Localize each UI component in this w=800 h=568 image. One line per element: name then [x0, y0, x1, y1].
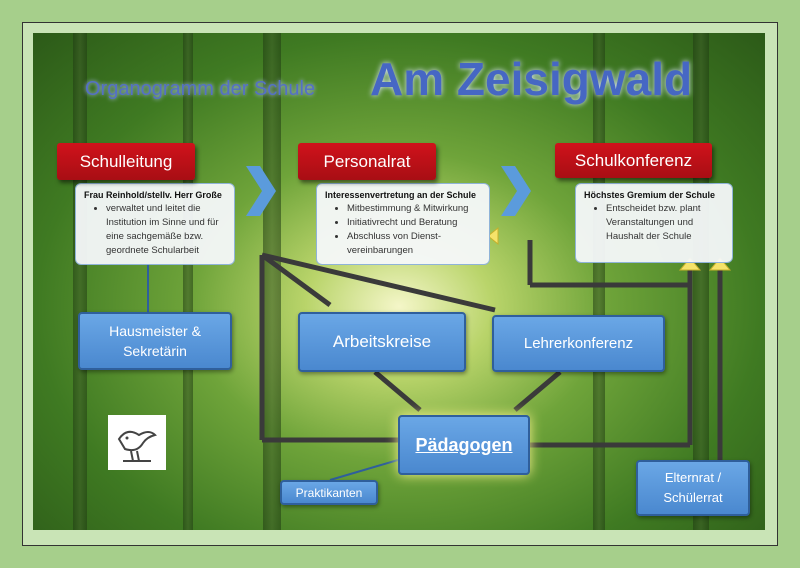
schulkonferenz-header: Schulkonferenz — [555, 143, 712, 178]
schulkonferenz-details: Höchstes Gremium der Schule Entscheidet … — [575, 183, 733, 263]
title-prefix: Organogramm der Schule — [85, 78, 316, 100]
bullet: Entscheidet bzw. plant Veranstaltungen u… — [606, 202, 726, 244]
chevron-right-icon — [501, 166, 531, 216]
bullet: Abschluss von Dienst-vereinbarungen — [347, 230, 483, 258]
chevron-right-icon — [246, 166, 276, 216]
bird-icon — [117, 430, 157, 462]
personalrat-heading: Interessenvertretung an der Schule — [325, 190, 477, 200]
hausmeister-node: Hausmeister & Sekretärin — [78, 312, 232, 370]
bullet: Mitbestimmung & Mitwirkung — [347, 202, 483, 216]
schulleitung-heading: Frau Reinhold/stellv. Herr Große — [84, 190, 222, 200]
paedagogen-node: Pädagogen — [398, 415, 530, 475]
bullet: Initiativrecht und Beratung — [347, 216, 483, 230]
schulleitung-header: Schulleitung — [57, 143, 195, 180]
personalrat-details: Interessenvertretung an der Schule Mitbe… — [316, 183, 490, 265]
schulleitung-details: Frau Reinhold/stellv. Herr Große verwalt… — [75, 183, 235, 265]
school-logo — [108, 415, 166, 470]
elternrat-node: Elternrat / Schülerrat — [636, 460, 750, 516]
schulkonferenz-heading: Höchstes Gremium der Schule — [584, 190, 716, 200]
arbeitskreise-node: Arbeitskreise — [298, 312, 466, 372]
praktikanten-node: Praktikanten — [280, 480, 378, 505]
bullet: verwaltet und leitet die Institution im … — [106, 202, 228, 258]
personalrat-header: Personalrat — [298, 143, 436, 180]
lehrerkonferenz-node: Lehrerkonferenz — [492, 315, 665, 372]
school-name: Am Zeisigwald — [370, 53, 693, 105]
